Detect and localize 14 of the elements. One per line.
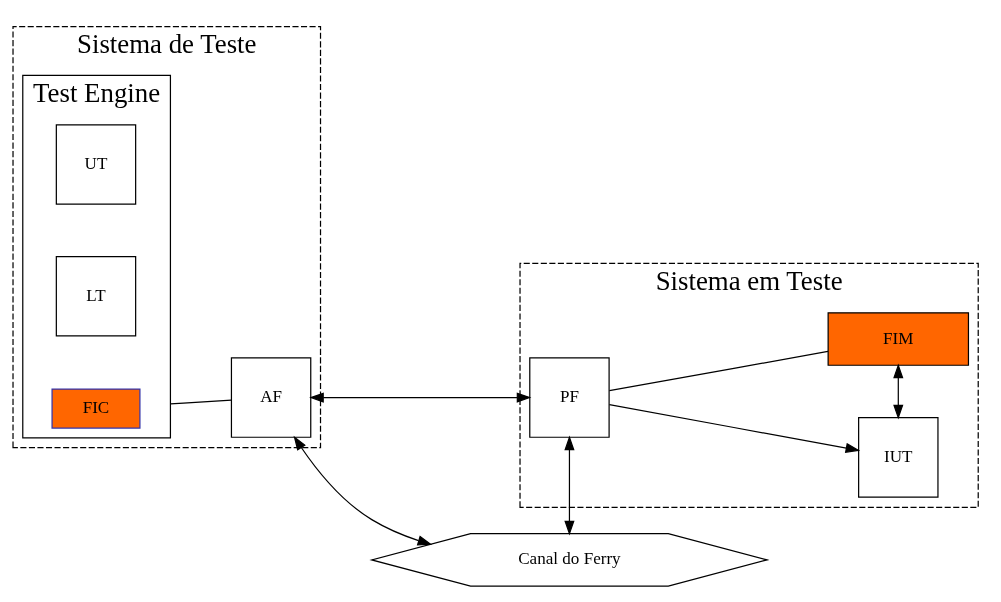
node-box: PF [529, 356, 610, 438]
arrow [564, 435, 575, 535]
arrow [608, 403, 861, 453]
node-box: FIC [51, 387, 141, 429]
node-box: IUT [858, 416, 939, 498]
arrow [309, 391, 532, 403]
node-box: UT [55, 123, 137, 205]
node-box: LT [55, 255, 137, 337]
connector [169, 398, 232, 405]
node-box: FIM [827, 311, 970, 366]
connector [608, 350, 829, 391]
arrow [893, 363, 904, 419]
arrow [293, 435, 433, 545]
node-box: AF [230, 356, 312, 438]
